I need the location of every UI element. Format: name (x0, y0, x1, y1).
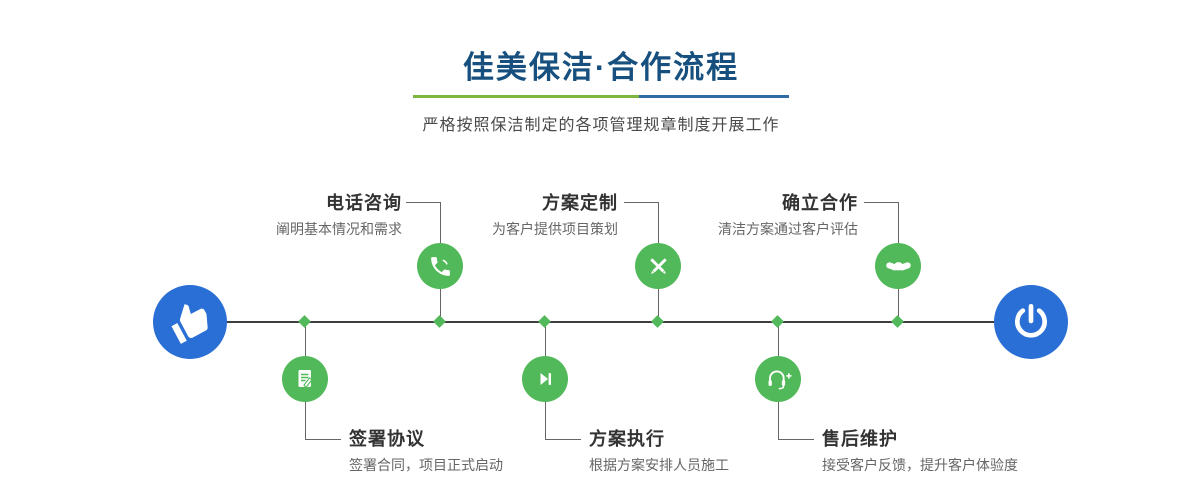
connector (778, 439, 814, 440)
step-desc: 清洁方案通过客户评估 (718, 221, 858, 237)
step-node-cooperation (875, 243, 921, 289)
step-node-phone-consult (417, 243, 463, 289)
stem-aftersales (778, 322, 779, 356)
stem-plan (658, 289, 659, 322)
step-desc: 阐明基本情况和需求 (276, 221, 402, 237)
connector (898, 202, 899, 243)
timeline (190, 321, 1031, 323)
step-node-aftersales (755, 356, 801, 402)
end-node (994, 285, 1068, 359)
connector (545, 402, 546, 439)
page-title: 佳美保洁·合作流程 (462, 50, 740, 85)
page-subtitle: 严格按照保洁制定的各项管理规章制度开展工作 (422, 117, 780, 134)
step-title: 方案定制 (542, 193, 618, 213)
step-node-plan-custom (635, 243, 681, 289)
pointing-hand-icon (171, 304, 208, 344)
connector (658, 202, 659, 243)
step-title: 售后维护 (822, 429, 898, 449)
start-node (153, 285, 227, 359)
step-title: 电话咨询 (326, 193, 402, 213)
stem-phone (440, 289, 441, 322)
stem-cooperation (898, 289, 899, 322)
connector (624, 202, 658, 203)
step-desc: 签署合同，项目正式启动 (349, 457, 503, 473)
step-title: 签署协议 (349, 429, 425, 449)
connector (440, 202, 441, 243)
step-desc: 为客户提供项目策划 (492, 221, 618, 237)
divider-blue-segment (639, 95, 789, 98)
pencil-tools-icon (650, 258, 666, 274)
step-label-sign-agreement: 签署协议 签署合同，项目正式启动 (349, 430, 503, 472)
step-desc: 根据方案安排人员施工 (589, 457, 729, 473)
title-divider (413, 95, 789, 98)
junction-diamond (771, 315, 784, 328)
step-title: 方案执行 (589, 429, 665, 449)
step-label-plan-execution: 方案执行 根据方案安排人员施工 (589, 430, 729, 472)
step-label-phone-consult: 电话咨询 阐明基本情况和需求 (276, 194, 402, 236)
junction-diamond (891, 315, 904, 328)
headset-icon (768, 369, 792, 389)
connector (864, 202, 898, 203)
handshake-icon (885, 261, 911, 270)
connector (406, 202, 440, 203)
connector (305, 402, 306, 439)
junction-diamond (538, 315, 551, 328)
junction-diamond (298, 315, 311, 328)
step-desc: 接受客户反馈，提升客户体验度 (822, 457, 1018, 473)
junction-diamond (433, 315, 446, 328)
stem-execution (545, 322, 546, 356)
stem-contract (305, 322, 306, 356)
junction-diamond (651, 315, 664, 328)
step-label-cooperation: 确立合作 清洁方案通过客户评估 (718, 194, 858, 236)
phone-icon (430, 256, 450, 276)
divider-green-segment (413, 95, 639, 98)
step-node-plan-execution (522, 356, 568, 402)
step-title: 确立合作 (782, 193, 858, 213)
connector (545, 439, 581, 440)
play-icon (540, 373, 551, 385)
connector (305, 439, 341, 440)
contract-icon (298, 370, 313, 388)
power-icon (1015, 304, 1047, 338)
step-label-plan-custom: 方案定制 为客户提供项目策划 (492, 194, 618, 236)
step-node-sign-agreement (282, 356, 328, 402)
step-label-aftersales: 售后维护 接受客户反馈，提升客户体验度 (822, 430, 1018, 472)
connector (778, 402, 779, 439)
